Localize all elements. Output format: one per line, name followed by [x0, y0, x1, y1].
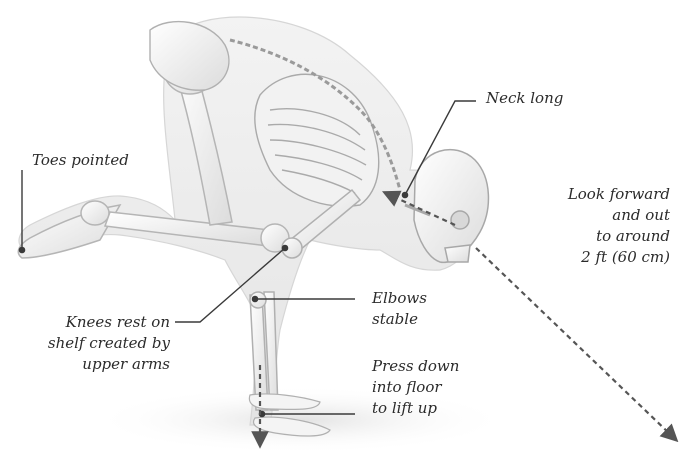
label-look-forward: Look forward and out to around 2 ft (60 …: [530, 184, 670, 268]
label-press-down: Press down into floor to lift up: [372, 356, 459, 419]
leader-toes-dot: [19, 247, 24, 252]
leader-elbows-dot: [252, 296, 257, 301]
label-elbows-stable: Elbows stable: [372, 288, 427, 330]
leader-knees-dot: [282, 245, 287, 250]
leader-neck-dot: [402, 192, 407, 197]
label-toes-pointed: Toes pointed: [32, 150, 129, 171]
label-knees-rest: Knees rest on shelf created by upper arm…: [30, 312, 170, 375]
label-neck-long: Neck long: [486, 88, 563, 109]
gaze-arrow: [476, 248, 672, 436]
